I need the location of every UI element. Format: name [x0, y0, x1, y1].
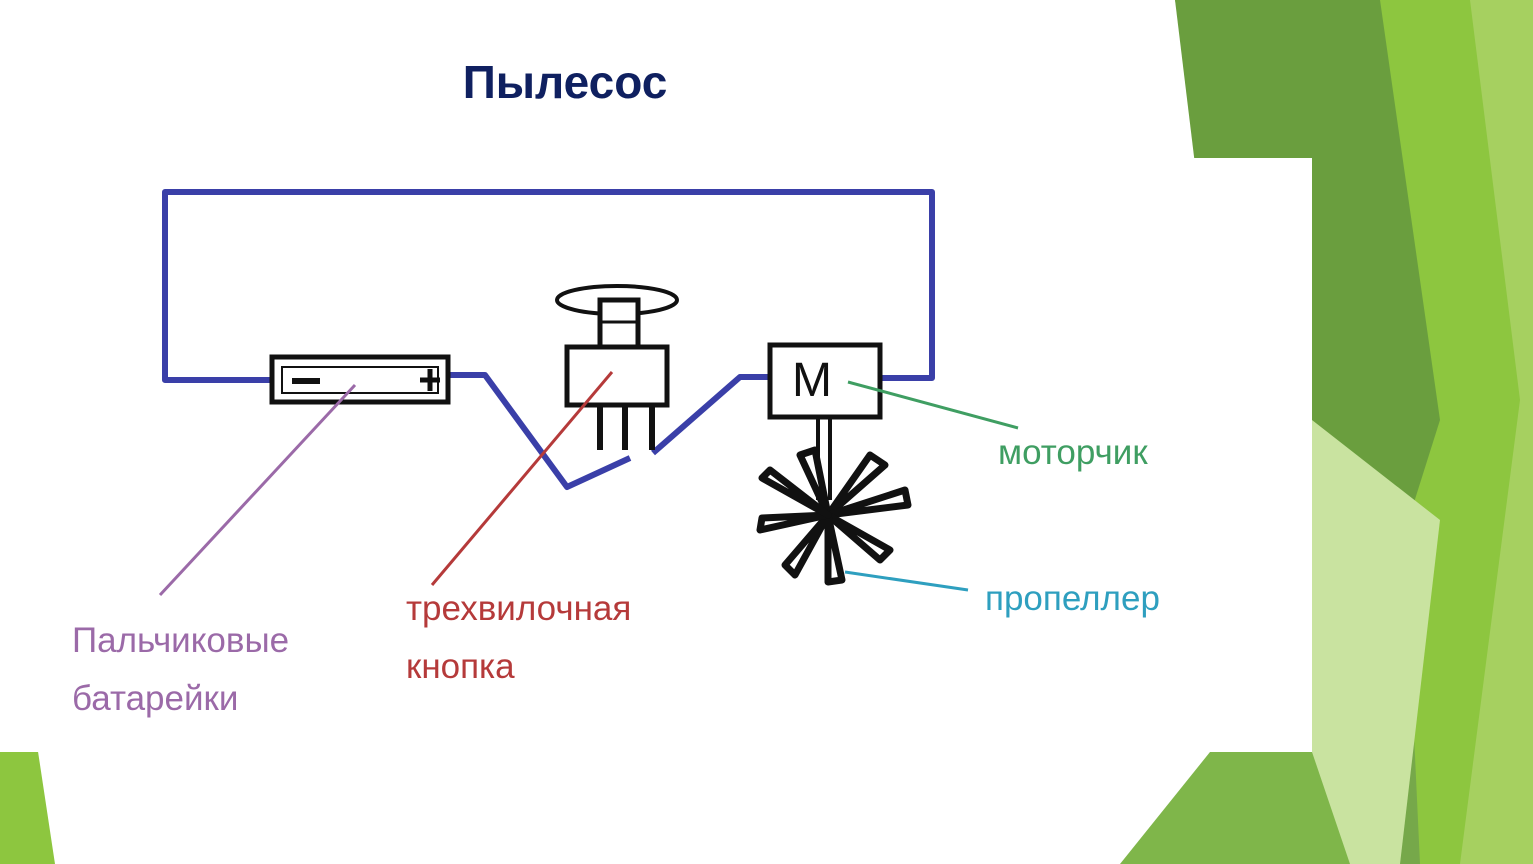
propeller-blade	[824, 486, 912, 519]
propeller-blade	[781, 511, 832, 579]
label-button: трехвилочная кнопка	[406, 580, 631, 696]
button-body	[564, 344, 670, 408]
propeller-blade	[796, 446, 832, 519]
label-batteries: Пальчиковые батарейки	[72, 612, 289, 728]
wire-battery-to-button	[448, 372, 632, 490]
battery	[269, 354, 451, 405]
label-propeller-line1: пропеллер	[985, 579, 1160, 618]
propeller-blade	[824, 451, 889, 519]
bg-shape-bottom-right	[1120, 752, 1350, 864]
propeller-blade	[756, 511, 832, 534]
label-batteries-line1: Пальчиковые	[72, 621, 290, 660]
propeller	[756, 446, 912, 586]
wire-top-loop	[162, 189, 935, 383]
label-motor-line1: моторчик	[998, 433, 1148, 472]
label-batteries-line2: батарейки	[72, 679, 239, 718]
leader-line-motor	[847, 380, 1019, 430]
label-button-line1: трехвилочная	[406, 589, 632, 628]
bg-shape-far-right	[1460, 0, 1533, 864]
label-button-line2: кнопка	[406, 647, 515, 686]
motor-symbol: M	[792, 354, 832, 407]
motor-body	[767, 342, 883, 420]
wire-button-to-motor	[651, 374, 770, 456]
label-propeller: пропеллер	[985, 570, 1160, 628]
bg-shape-right-pale	[1300, 420, 1440, 864]
push-button	[555, 284, 679, 450]
propeller-blade	[824, 511, 894, 564]
propeller-blade	[758, 466, 832, 519]
slide-title: Пылесос	[462, 56, 668, 108]
diagram-picture-panel	[0, 158, 1312, 752]
leader-line-button	[430, 371, 614, 586]
leader-line-batteries	[158, 383, 357, 597]
label-motor: моторчик	[998, 424, 1148, 482]
motor	[767, 342, 883, 500]
propeller-blade	[824, 511, 846, 586]
leader-line-propeller	[844, 570, 969, 592]
